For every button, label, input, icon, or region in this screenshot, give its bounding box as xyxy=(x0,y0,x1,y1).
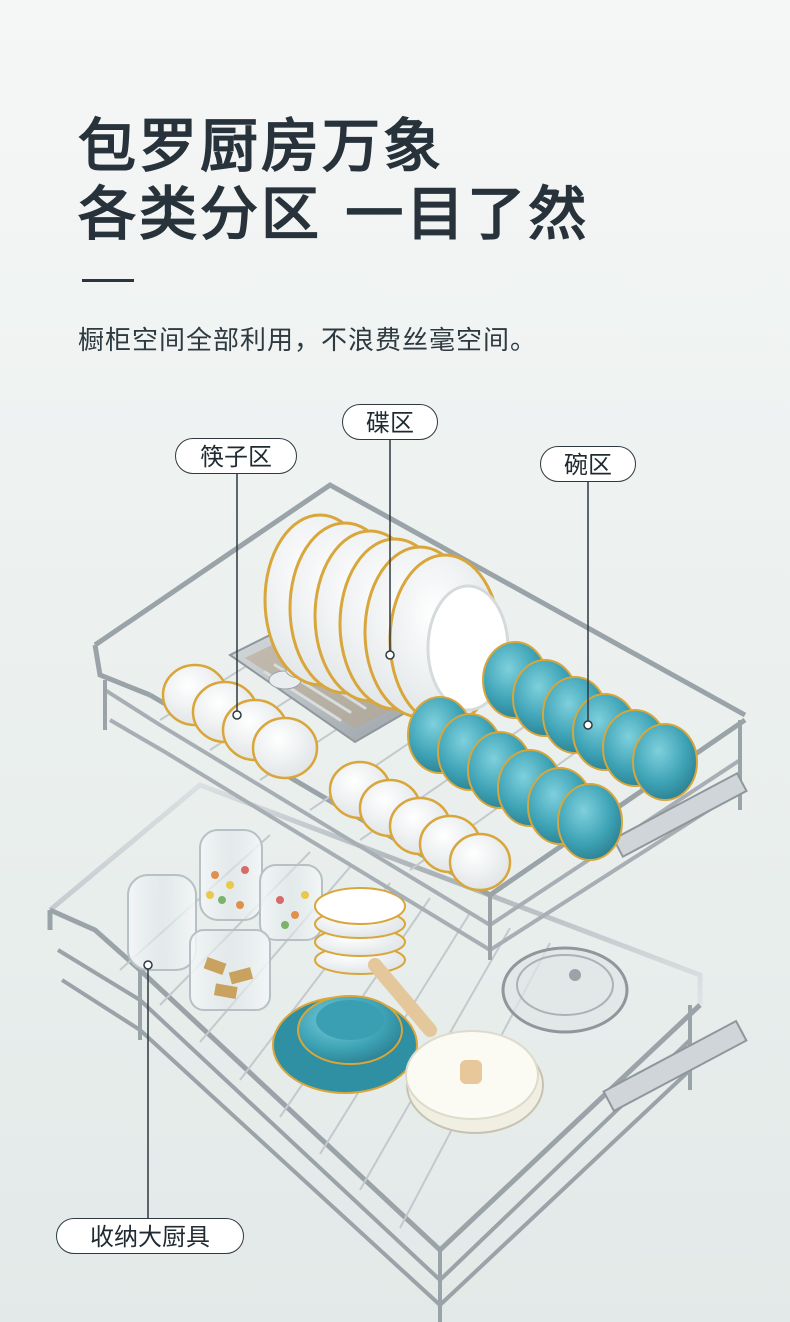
callout-bowls-zone: 碗区 xyxy=(540,446,636,482)
white-plates xyxy=(263,513,510,727)
subtitle: 橱柜空间全部利用，不浪费丝毫空间。 xyxy=(78,326,538,356)
callout-cookware-zone: 收纳大厨具 xyxy=(56,1218,244,1254)
pull-out-dish-rack-illustration: 筷子区 碟区 碗区 收纳大厨具 xyxy=(0,390,790,1322)
cookware xyxy=(368,946,629,1134)
divider xyxy=(82,279,134,282)
headline: 包罗厨房万象 各类分区 一目了然 xyxy=(78,112,589,248)
callout-leader-lines xyxy=(143,438,593,1220)
headline-line-1: 包罗厨房万象 xyxy=(78,112,445,180)
callout-chopsticks-zone: 筷子区 xyxy=(175,438,297,474)
lower-teal-plates xyxy=(272,995,418,1094)
teal-bowls xyxy=(407,641,698,861)
glass-jars xyxy=(127,829,323,1011)
headline-line-2: 各类分区 一目了然 xyxy=(78,180,590,248)
callout-plates-zone: 碟区 xyxy=(342,404,438,440)
dish-rack-drawing xyxy=(47,438,748,1322)
lower-white-bowls xyxy=(314,887,406,975)
upper-white-bowls xyxy=(161,663,512,892)
